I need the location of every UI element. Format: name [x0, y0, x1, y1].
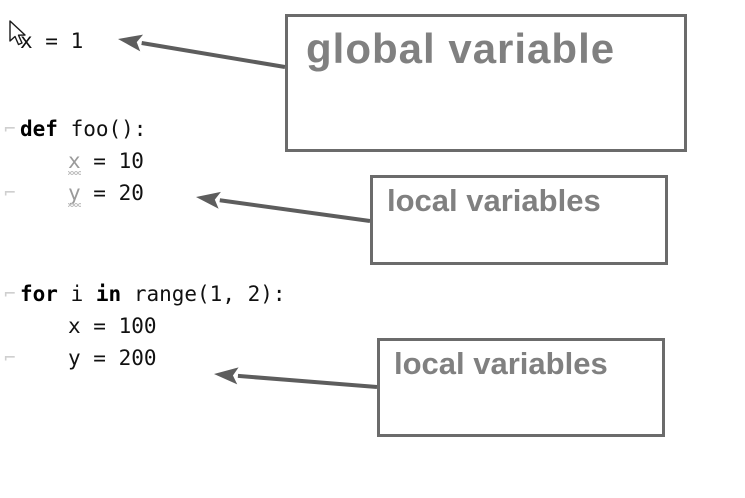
code-fold-marker[interactable]: ⌐ — [4, 347, 16, 369]
code-fold-marker[interactable]: ⌐ — [4, 283, 16, 305]
code-text-token: foo(): — [57, 117, 147, 141]
code-keyword-token: in — [95, 282, 122, 306]
callout-label: global variable — [306, 25, 616, 72]
code-text-token: x = 1 — [20, 29, 84, 53]
code-fold-marker[interactable]: ⌐ — [4, 118, 16, 140]
code-editor-pane[interactable]: x = 1⌐def foo():x = 10⌐y = 20⌐for i in r… — [0, 0, 380, 498]
callout-local-variables-loop: local variables — [377, 338, 665, 437]
mouse-pointer-icon — [9, 20, 31, 50]
unused-variable-token: y — [68, 181, 81, 205]
callout-global-variable: global variable — [285, 14, 687, 152]
callout-label: local variables — [387, 183, 601, 218]
code-text-token: x = 100 — [68, 314, 157, 338]
callout-label: local variables — [394, 346, 608, 381]
code-text-token: = 20 — [80, 181, 144, 205]
code-line[interactable]: x = 10 — [0, 148, 144, 174]
code-fold-marker[interactable]: ⌐ — [4, 182, 16, 204]
code-text-token: range(1, 2): — [121, 282, 286, 306]
callout-local-variables-function: local variables — [370, 175, 668, 265]
unused-variable-token: x — [68, 149, 81, 173]
code-text-token: y = 200 — [68, 346, 157, 370]
code-line[interactable]: x = 1 — [0, 28, 83, 54]
code-line[interactable]: y = 20 — [0, 180, 144, 206]
code-line[interactable]: x = 100 — [0, 313, 157, 339]
code-line[interactable]: y = 200 — [0, 345, 157, 371]
code-keyword-token: def — [20, 117, 58, 141]
code-line[interactable]: for i in range(1, 2): — [0, 281, 286, 307]
code-text-token: = 10 — [80, 149, 144, 173]
code-line[interactable]: def foo(): — [0, 116, 146, 142]
code-keyword-token: for — [20, 282, 58, 306]
code-text-token: i — [57, 282, 96, 306]
